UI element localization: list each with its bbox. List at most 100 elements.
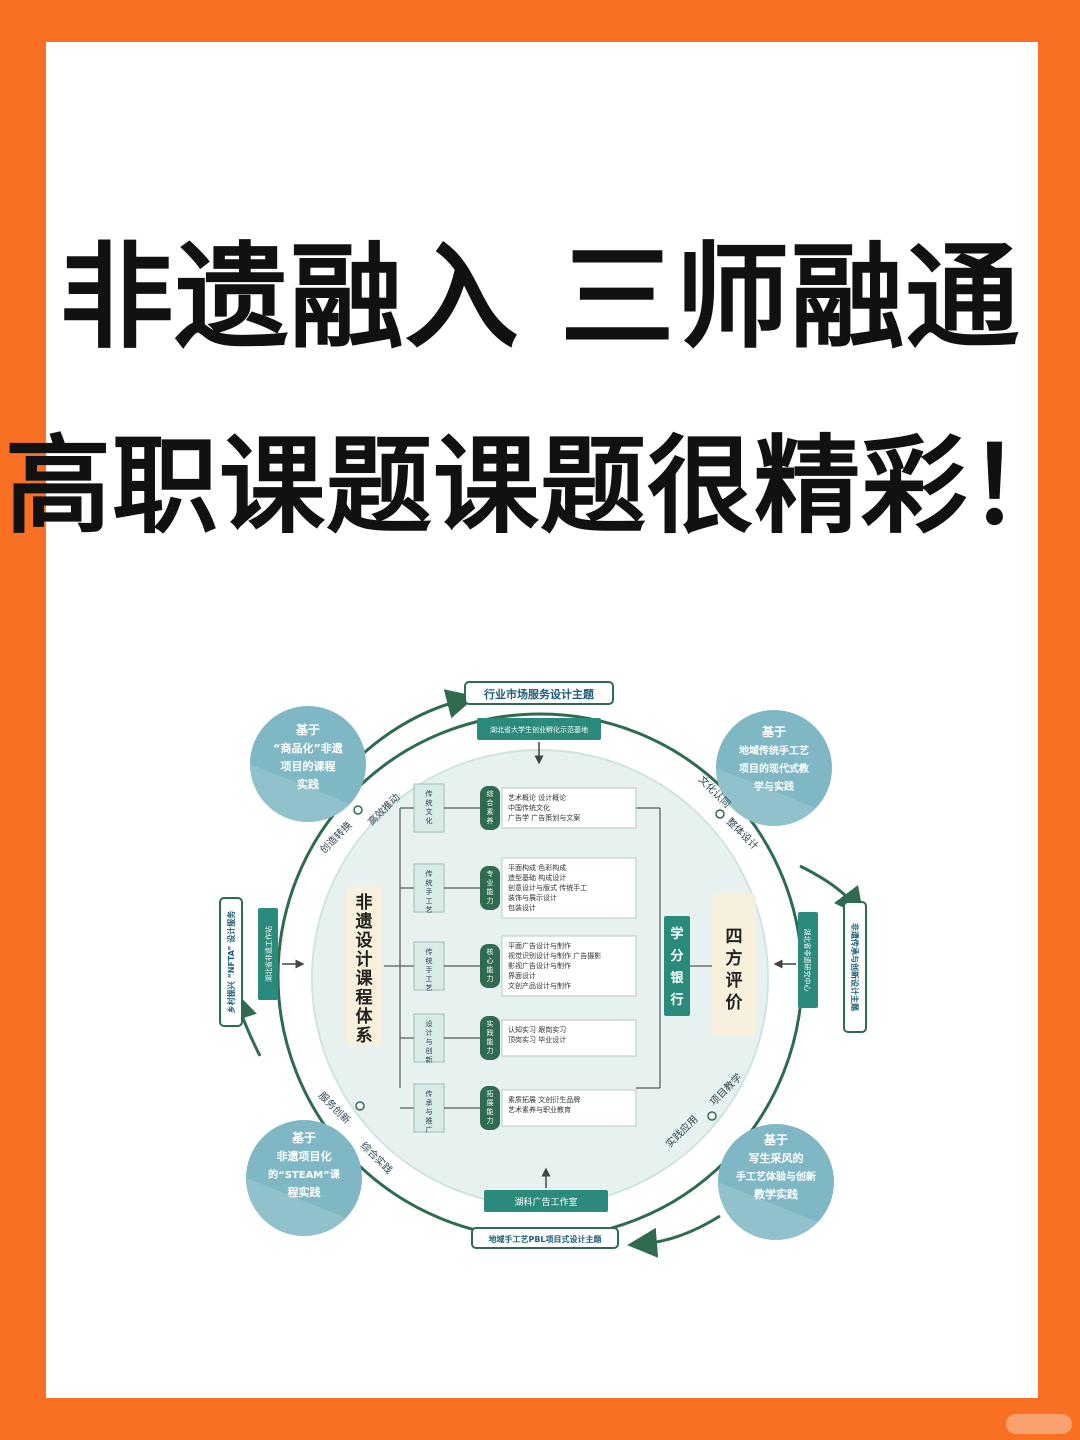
- headline-line-1: 非遗融入 三师融通: [59, 231, 1021, 364]
- row-course-item: 包装设计: [508, 903, 536, 912]
- left-sub-banner-text: 湖北省非遗工作站: [264, 926, 273, 982]
- svg-text:基于: 基于: [295, 722, 320, 737]
- row-course-box: [501, 857, 637, 919]
- corner-top-left: 基于 “商品化”非遗 项目的课程 实践: [250, 706, 366, 822]
- watermark: [1006, 1414, 1072, 1434]
- left-banner-text: 乡村振兴 “NFTA” 设计服务: [226, 910, 236, 1014]
- row-tag-box: [480, 944, 500, 988]
- row-tag-box: [480, 866, 500, 910]
- row-course-item: 视觉识别设计与制作 广告摄影: [508, 951, 601, 960]
- arc-dot-bl: [355, 1101, 365, 1111]
- row-tag-box: [480, 1016, 500, 1060]
- row-course-item: 素质拓展 文创衍生品牌: [508, 1095, 580, 1104]
- row-course-item: 装饰与展示设计: [508, 893, 557, 902]
- row-course-box: [501, 1089, 637, 1127]
- row-course-item: 界面设计: [508, 971, 536, 980]
- row-course-item: 认知实习 跟岗实习: [508, 1025, 566, 1034]
- svg-text:学与实践: 学与实践: [754, 780, 794, 793]
- left-banner: [219, 897, 243, 1027]
- row-stage-box: [413, 1013, 445, 1063]
- row-course-item: 中国传统文化: [508, 803, 550, 812]
- row-course-item: 广告学 广告策划与文案: [508, 813, 580, 822]
- bottom-sub-banner-text: 湖科广告工作室: [514, 1196, 577, 1208]
- row-tag-text: 专业能力: [487, 869, 494, 905]
- row-course-box: [501, 1019, 637, 1057]
- svg-text:实践: 实践: [297, 777, 319, 791]
- svg-text:基于: 基于: [291, 1130, 316, 1145]
- svg-text:项目的现代式教: 项目的现代式教: [739, 762, 810, 775]
- ring-arrow-right: [799, 864, 865, 918]
- row-stage-text: 传统手工艺: [426, 869, 433, 914]
- center-title-panel: [346, 886, 382, 1046]
- row-stage-text: 传统手工艺: [426, 947, 433, 992]
- top-sub-banner-text: 湖北省大学生创业孵化示范基地: [490, 725, 588, 734]
- row-course-item: 艺术概论 设计概论: [508, 793, 566, 802]
- row-course-item: 造型基础 构成设计: [508, 873, 566, 882]
- bottom-banner-text: 地域手工艺PBL项目式设计主题: [488, 1234, 602, 1244]
- row-course-box: [501, 787, 637, 829]
- svg-text:的“STEAM”课: 的“STEAM”课: [268, 1168, 341, 1181]
- center-title-text: 非遗设计课程体系: [355, 892, 374, 1046]
- row-course-item: 平面广告设计与制作: [508, 941, 571, 950]
- svg-text:地域传统手工艺: 地域传统手工艺: [739, 744, 809, 757]
- row-stage-box: [413, 941, 445, 991]
- left-sub-banner: [258, 908, 278, 1000]
- svg-text:基于: 基于: [763, 1132, 788, 1147]
- row-tag-text: 核心能力: [487, 947, 494, 983]
- row-tag-box: [480, 1086, 500, 1130]
- svg-text:项目的课程: 项目的课程: [281, 759, 336, 773]
- row-course-item: 平面构成 色彩构成: [508, 863, 566, 872]
- row-tag-text: 综合素养: [487, 789, 494, 825]
- corner-top-right: 基于 地域传统手工艺 项目的现代式教 学与实践: [716, 710, 832, 826]
- svg-text:教学实践: 教学实践: [753, 1187, 798, 1201]
- row-stage-box: [413, 783, 445, 833]
- connectors: [384, 807, 712, 1089]
- row-course-item: 文创产品设计与制作: [508, 981, 571, 990]
- corner-bottom-right: 基于 写生采风的 手工艺体验与创新 教学实践: [718, 1124, 834, 1240]
- top-banner: [464, 681, 614, 705]
- row-tag-text: 拓展能力: [487, 1089, 494, 1125]
- row-stage-text: 传承与推广: [426, 1089, 433, 1134]
- svg-text:基于: 基于: [761, 724, 786, 739]
- top-banner-text: 行业市场服务设计主题: [483, 687, 595, 701]
- bottom-sub-banner: [484, 1190, 608, 1212]
- row-course-item: 艺术素养与职业教育: [508, 1105, 571, 1114]
- top-sub-banner: [477, 718, 601, 740]
- right-sub-banner-text: 湖北省非遗研究中心: [803, 929, 812, 992]
- row-stage-text: 设计与创新: [426, 1019, 433, 1064]
- row-stage-text: 传统文化: [426, 789, 433, 825]
- svg-text:手工艺体验与创新: 手工艺体验与创新: [736, 1170, 816, 1183]
- evaluation-panel: [712, 894, 756, 1036]
- row-course-box: [501, 935, 637, 997]
- row-course-item: 影视广告设计与制作: [508, 961, 571, 970]
- row-course-item: 顶岗实习 毕业设计: [508, 1035, 566, 1044]
- right-banner-text: 非遗传承与创新设计主题: [850, 923, 860, 1012]
- row-tag-text: 实践能力: [487, 1019, 494, 1055]
- credit-bank-box: [664, 916, 690, 1016]
- svg-text:写生采风的: 写生采风的: [749, 1151, 804, 1165]
- arc-dot-tl: [353, 805, 363, 815]
- row-course-item: 创意设计与版式 传统手工: [508, 883, 587, 892]
- right-banner: [843, 901, 867, 1033]
- bottom-banner: [471, 1227, 619, 1249]
- svg-text:“商品化”非遗: “商品化”非遗: [273, 741, 343, 755]
- credit-bank-text: 学分银行: [669, 926, 684, 1008]
- svg-text:非遗项目化: 非遗项目化: [277, 1149, 332, 1163]
- arc-label-tl-a: 创造转换: [317, 819, 354, 856]
- headline-line-2: 高职课题课题很精彩！: [5, 425, 1075, 548]
- row-stage-box: [413, 863, 445, 913]
- svg-text:程实践: 程实践: [288, 1185, 321, 1199]
- right-sub-banner: [798, 912, 818, 1008]
- ring-arrow-bottom: [627, 1214, 721, 1258]
- curriculum-diagram: 行业市场服务设计主题 湖北省大学生创业孵化示范基地 地域手工艺PBL项目式设计主…: [219, 681, 867, 1258]
- row-tag-box: [480, 786, 500, 830]
- arc-dot-tr: [715, 809, 725, 819]
- corner-bottom-left: 基于 非遗项目化 的“STEAM”课 程实践: [246, 1120, 362, 1236]
- evaluation-text: 四方评价: [726, 927, 744, 1013]
